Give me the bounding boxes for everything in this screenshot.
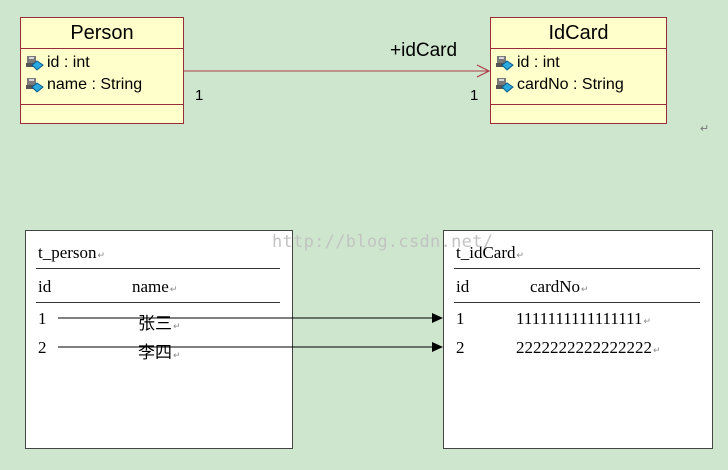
table-cell-id: 1 bbox=[38, 309, 47, 328]
idcard-class-title: IdCard bbox=[491, 18, 666, 49]
attribute-row: name : String bbox=[21, 74, 183, 96]
row-link-arrow-2 bbox=[58, 342, 443, 352]
table-header-rule bbox=[36, 302, 280, 303]
attribute-text: id : int bbox=[47, 54, 90, 71]
table-header-rule bbox=[454, 302, 700, 303]
attribute-icon bbox=[496, 56, 514, 71]
column-header-cardno: cardNo↵ bbox=[530, 277, 589, 296]
idcard-class-box[interactable]: IdCard id : int cardNo : String bbox=[490, 17, 667, 124]
table-title: t_person↵ bbox=[38, 243, 106, 262]
attribute-icon bbox=[26, 56, 44, 71]
idcard-table: t_idCard↵ id cardNo↵ 1 1111111111111111↵… bbox=[443, 230, 713, 449]
table-title-rule bbox=[36, 268, 280, 269]
source-multiplicity: 1 bbox=[195, 87, 204, 104]
person-class-title: Person bbox=[21, 18, 183, 49]
table-cell-id: 2 bbox=[38, 338, 47, 357]
person-table: t_person↵ id name↵ 1 张三↵ 2 李四↵ bbox=[25, 230, 293, 449]
table-cell-id: 2 bbox=[456, 338, 465, 357]
table-cell-cardno: 1111111111111111↵ bbox=[516, 309, 652, 328]
table-title: t_idCard↵ bbox=[456, 243, 525, 262]
association-connector bbox=[184, 64, 491, 78]
paragraph-mark: ↵ bbox=[700, 123, 710, 135]
watermark-text: http://blog.csdn.net/ bbox=[272, 232, 494, 252]
table-cell-name: 李四↵ bbox=[138, 343, 181, 363]
person-class-box[interactable]: Person id : int name : String bbox=[20, 17, 184, 124]
association-role-label: +idCard bbox=[390, 40, 458, 61]
attribute-icon bbox=[26, 78, 44, 93]
attribute-text: cardNo : String bbox=[517, 76, 624, 93]
target-multiplicity: 1 bbox=[470, 87, 479, 104]
attribute-row: id : int bbox=[491, 52, 666, 74]
column-header-name: name↵ bbox=[132, 277, 178, 296]
table-cell-id: 1 bbox=[456, 309, 465, 328]
column-header-id: id bbox=[38, 277, 52, 296]
idcard-attributes: id : int cardNo : String bbox=[491, 49, 666, 105]
table-cell-cardno: 2222222222222222↵ bbox=[516, 338, 661, 357]
row-link-arrow-1 bbox=[58, 313, 443, 323]
person-attributes: id : int name : String bbox=[21, 49, 183, 105]
table-cell-name: 张三↵ bbox=[138, 314, 181, 334]
attribute-row: cardNo : String bbox=[491, 74, 666, 96]
attribute-text: id : int bbox=[517, 54, 560, 71]
attribute-icon bbox=[496, 78, 514, 93]
table-title-rule bbox=[454, 268, 700, 269]
column-header-id: id bbox=[456, 277, 470, 296]
attribute-text: name : String bbox=[47, 76, 143, 93]
attribute-row: id : int bbox=[21, 52, 183, 74]
